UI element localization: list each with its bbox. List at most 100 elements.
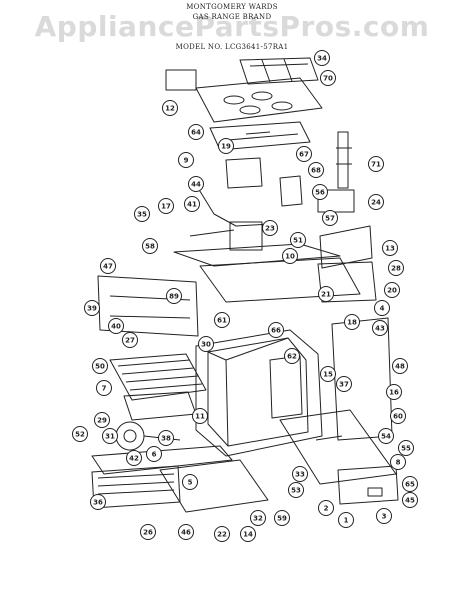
callout-circle	[146, 446, 162, 462]
callout-24: 24	[368, 194, 384, 210]
callout-57: 57	[322, 210, 338, 226]
callout-circle	[72, 426, 88, 442]
callout-circle	[398, 440, 414, 456]
callout-circle	[338, 512, 354, 528]
callout-label: 6	[152, 451, 157, 459]
callout-5: 5	[182, 474, 198, 490]
callout-label: 4	[380, 305, 385, 313]
callout-52: 52	[72, 426, 88, 442]
callout-circle	[162, 100, 178, 116]
callout-circle	[390, 408, 406, 424]
watermark: AppliancePartsPros.com	[34, 10, 430, 43]
callout-circle	[318, 500, 334, 516]
callout-label: 19	[221, 143, 231, 151]
callout-circle	[268, 322, 284, 338]
callout-circle	[84, 300, 100, 316]
callout-label: 67	[299, 151, 309, 159]
callout-61: 61	[214, 312, 230, 328]
callout-66: 66	[268, 322, 284, 338]
callout-31: 31	[102, 428, 118, 444]
callout-40: 40	[108, 318, 124, 334]
callout-48: 48	[392, 358, 408, 374]
callout-circle	[374, 300, 390, 316]
callout-circle	[320, 70, 336, 86]
callout-label: 16	[389, 389, 399, 397]
callout-46: 46	[178, 524, 194, 540]
callout-label: 37	[339, 381, 349, 389]
callout-label: 58	[145, 243, 155, 251]
callout-label: 38	[161, 435, 171, 443]
callout-label: 7	[102, 385, 107, 393]
callout-8: 8	[390, 454, 406, 470]
callout-label: 34	[317, 55, 327, 63]
callout-50: 50	[92, 358, 108, 374]
callout-circle	[240, 526, 256, 542]
callout-53: 53	[288, 482, 304, 498]
callout-9: 9	[178, 152, 194, 168]
callout-circle	[178, 524, 194, 540]
callout-label: 53	[291, 487, 301, 495]
callout-11: 11	[192, 408, 208, 424]
callout-4: 4	[374, 300, 390, 316]
callout-circle	[292, 466, 308, 482]
header-product: GAS RANGE BRAND	[192, 13, 272, 21]
callout-circle	[344, 314, 360, 330]
callout-label: 28	[391, 265, 401, 273]
callout-21: 21	[318, 286, 334, 302]
callout-circle	[198, 336, 214, 352]
callout-circle	[94, 412, 110, 428]
callout-circle	[336, 376, 352, 392]
callout-51: 51	[290, 232, 306, 248]
callout-20: 20	[384, 282, 400, 298]
callout-label: 89	[169, 293, 179, 301]
callout-circle	[250, 510, 266, 526]
callout-28: 28	[388, 260, 404, 276]
callout-circle	[372, 320, 388, 336]
callout-27: 27	[122, 332, 138, 348]
callout-30: 30	[198, 336, 214, 352]
callout-circle	[368, 156, 384, 172]
callout-label: 3	[382, 513, 387, 521]
callout-label: 56	[315, 189, 325, 197]
callout-circle	[134, 206, 150, 222]
callout-circle	[188, 176, 204, 192]
callout-label: 30	[201, 341, 211, 349]
callout-circle	[296, 146, 312, 162]
callout-34: 34	[314, 50, 330, 66]
callout-circle	[312, 184, 328, 200]
callout-13: 13	[382, 240, 398, 256]
callout-58: 58	[142, 238, 158, 254]
callout-label: 66	[271, 327, 281, 335]
callout-label: 57	[325, 215, 335, 223]
callout-label: 29	[97, 417, 107, 425]
callout-label: 5	[188, 479, 193, 487]
callout-label: 36	[93, 499, 103, 507]
callout-label: 62	[287, 353, 297, 361]
callout-3: 3	[376, 508, 392, 524]
callout-65: 65	[402, 476, 418, 492]
callout-55: 55	[398, 440, 414, 456]
callout-circle	[308, 162, 324, 178]
callout-circle	[390, 454, 406, 470]
callout-44: 44	[188, 176, 204, 192]
callout-47: 47	[100, 258, 116, 274]
callout-68: 68	[308, 162, 324, 178]
callout-label: 32	[253, 515, 263, 523]
callout-32: 32	[250, 510, 266, 526]
callout-circle	[218, 138, 234, 154]
callout-39: 39	[84, 300, 100, 316]
callout-label: 52	[75, 431, 85, 439]
callout-circle	[402, 476, 418, 492]
callout-38: 38	[158, 430, 174, 446]
callout-circle	[388, 260, 404, 276]
callout-label: 33	[295, 471, 305, 479]
callout-label: 20	[387, 287, 397, 295]
callout-circle	[178, 152, 194, 168]
callout-70: 70	[320, 70, 336, 86]
callout-29: 29	[94, 412, 110, 428]
callout-43: 43	[372, 320, 388, 336]
callout-label: 27	[125, 337, 135, 345]
callout-circle	[314, 50, 330, 66]
callout-label: 45	[405, 497, 415, 505]
